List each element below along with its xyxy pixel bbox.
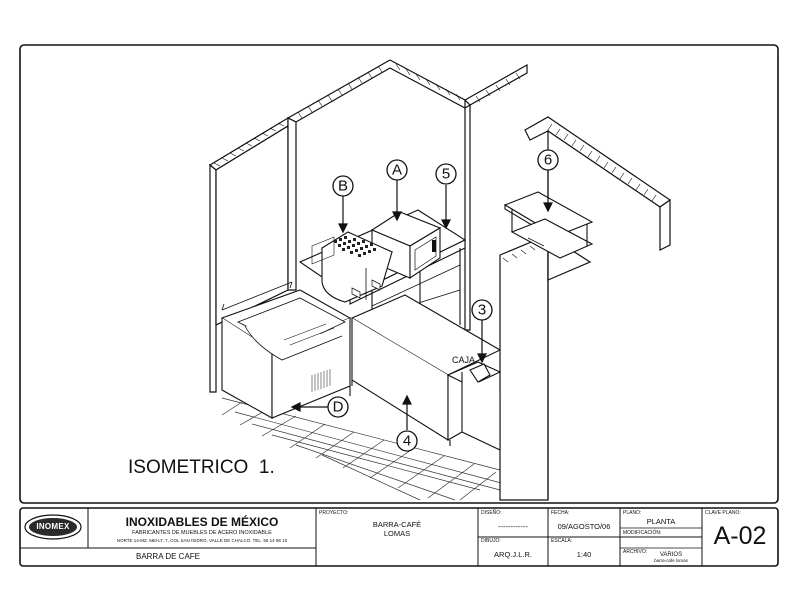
company-tagline: FABRICANTES DE MUEBLES DE ACERO INOXIDAB… [132, 530, 272, 536]
coffee-machine-cups [334, 236, 376, 257]
svg-text:5: 5 [442, 166, 450, 183]
proyecto-label: PROYECTO: [319, 510, 349, 516]
dimension-line [221, 281, 293, 311]
wall-shelf [503, 191, 594, 259]
clave-value: A-02 [713, 522, 767, 550]
modificacion-label: MODIFICACIÓN: [623, 530, 662, 536]
callout-arrows [290, 170, 553, 430]
callout-6: 6 [537, 149, 559, 171]
svg-text:A: A [392, 162, 402, 179]
company-address: NORTE 14-MZ. 560-LT. 7, COL SAN ISIDRO, … [116, 538, 288, 543]
diseno-value: ------------ [498, 522, 528, 531]
escala-value: 1:40 [576, 550, 592, 559]
company-name: INOXIDABLES DE MÉXICO [125, 515, 279, 529]
front-counter [350, 294, 502, 451]
callout-4: 4 [396, 430, 418, 452]
svg-text:B: B [338, 178, 348, 195]
drawing-name: BARRA DE CAFE [135, 552, 200, 561]
archivo-sub: barra-cafe lomas [654, 558, 688, 563]
callout-b: B [332, 175, 354, 197]
back-wall-left [208, 116, 289, 393]
wall-hatch-centre [297, 63, 521, 119]
dibujo-label: DIBUJO: [481, 538, 501, 544]
logo-text: INOMEX [36, 522, 70, 531]
callout-5: 5 [435, 163, 457, 185]
inomex-logo [24, 514, 82, 540]
svg-text:6: 6 [544, 152, 552, 169]
right-wall [499, 116, 672, 501]
wall-hatch-left [213, 122, 285, 167]
floor-tiles [221, 397, 506, 501]
clave-label: CLAVE PLANO: [705, 510, 741, 516]
svg-text:3: 3 [478, 302, 486, 319]
drawing-frame [19, 44, 779, 504]
caja-label: CAJA [452, 355, 475, 365]
escala-label: ESCALA: [551, 538, 573, 544]
fecha-label: FECHA: [551, 510, 570, 516]
archivo-label: ARCHIVO: [623, 549, 648, 555]
callout-d: D [327, 396, 349, 418]
proyecto-value: BARRA-CAFÉ LOMAS [372, 520, 422, 538]
fecha-value: 09/AGOSTO/06 [557, 522, 611, 531]
archivo-value: VARIOS [659, 552, 683, 558]
svg-text:D: D [333, 399, 344, 416]
plano-label: PLANO: [623, 510, 642, 516]
svg-text:4: 4 [403, 433, 411, 450]
title-block-frame [19, 507, 779, 567]
plano-value: PLANTA [646, 517, 676, 526]
callout-a: A [386, 159, 408, 181]
diseno-label: DISEÑO: [481, 510, 502, 516]
callout-3: 3 [471, 299, 493, 321]
dibujo-value: ARQ.J.L.R. [494, 550, 532, 559]
display-case-vent [311, 369, 331, 392]
display-case [220, 236, 352, 419]
cash-register [469, 363, 491, 383]
wall-hatch-right [502, 123, 657, 263]
view-title: ISOMETRICO 1. [128, 457, 275, 478]
